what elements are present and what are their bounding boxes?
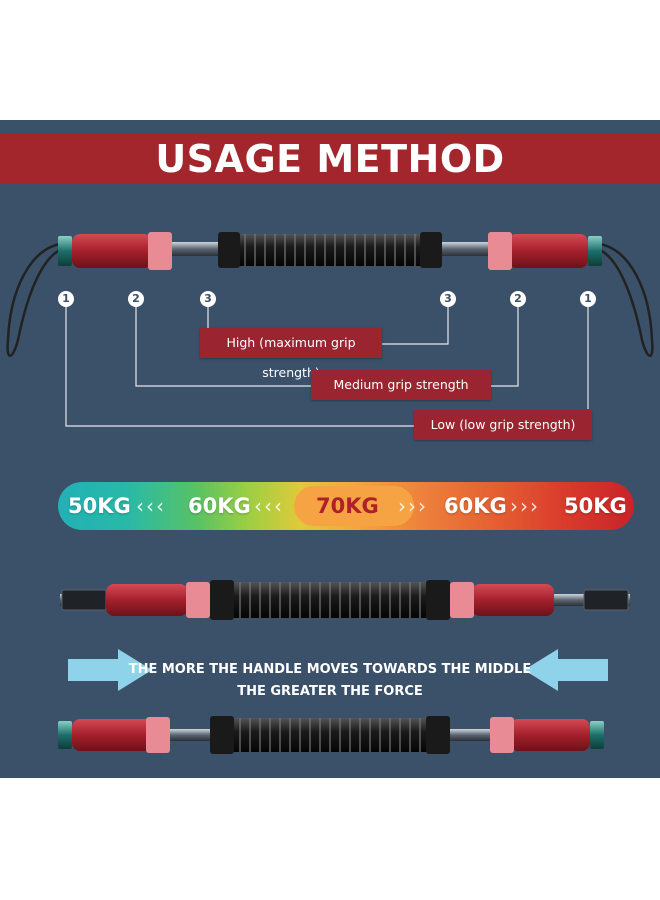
weight-60-left: 60KG [188,494,251,518]
marker-2-left: 2 [128,291,144,307]
grip-bar-bottom [58,716,604,754]
weight-60-right: 60KG [444,494,507,518]
usage-title: USAGE METHOD [0,134,660,184]
chevrons-left-2: ‹‹‹ [254,494,284,518]
grip-bar-middle [60,580,630,620]
grip-bar-top [6,232,654,357]
label-medium: Medium grip strength [311,370,491,400]
force-text-line1: THE MORE THE HANDLE MOVES TOWARDS THE MI… [128,662,532,677]
marker-3-left: 3 [200,291,216,307]
weight-70-highlight [294,486,414,526]
marker-1-left: 1 [58,291,74,307]
usage-panel: USAGE METHOD [0,120,660,778]
weight-70: 70KG [316,494,379,518]
weight-50-left: 50KG [68,494,131,518]
weight-scale: 50KG ‹‹‹ 60KG ‹‹‹ 70KG ››› 60KG ››› 50KG [58,482,634,530]
weight-50-right: 50KG [564,494,627,518]
marker-1-right: 1 [580,291,596,307]
arrow-right-icon [68,649,152,691]
chevrons-right-1: ››› [398,494,428,518]
label-low: Low (low grip strength) [414,410,592,440]
marker-2-right: 2 [510,291,526,307]
label-high: High (maximum grip strength) [200,328,382,380]
force-text-line2: THE GREATER THE FORCE [237,684,423,699]
chevrons-left-1: ‹‹‹ [136,494,166,518]
chevrons-right-2: ››› [510,494,540,518]
arrow-left-icon [524,649,608,691]
marker-3-right: 3 [440,291,456,307]
